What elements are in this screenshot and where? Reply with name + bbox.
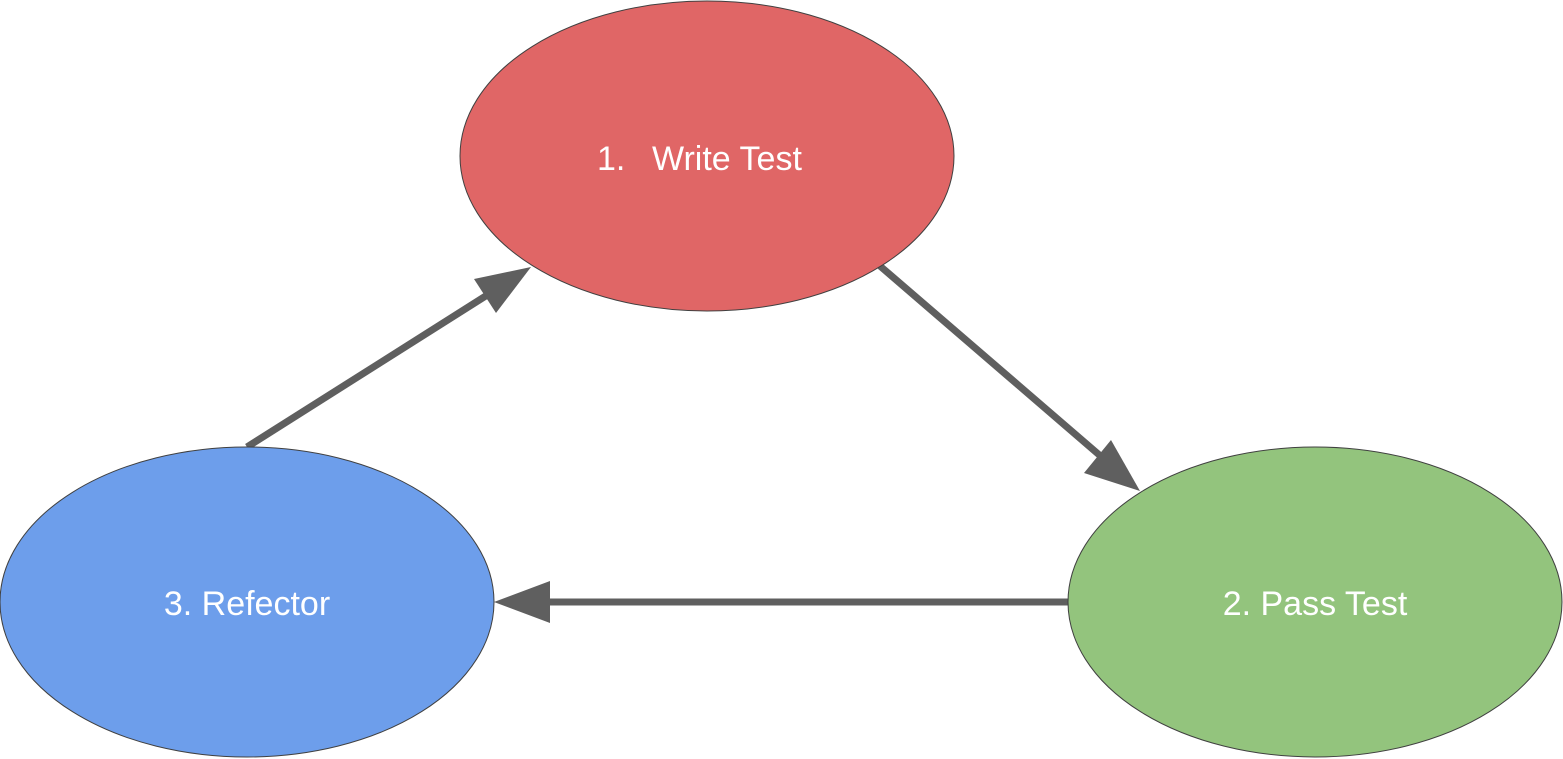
node-write-test-number: 1. — [597, 140, 625, 178]
edge-write-to-pass-arrowhead — [1084, 440, 1140, 491]
edge-refactor-to-write-arrowhead — [474, 267, 531, 313]
edge-write-to-pass-line — [877, 263, 1107, 462]
node-write-test-shape — [459, 0, 955, 312]
node-write-test: 1. Write Test — [459, 0, 955, 312]
edge-pass-to-refactor — [494, 581, 1069, 623]
edge-pass-to-refactor-arrowhead — [494, 581, 550, 623]
node-refactor-shape — [0, 446, 495, 758]
node-pass-test-label: 2. Pass Test — [1223, 585, 1408, 623]
edge-refactor-to-write — [245, 267, 531, 450]
node-refactor-label: 3. Refector — [164, 585, 330, 623]
node-pass-test: 2. Pass Test — [1067, 446, 1563, 758]
edge-refactor-to-write-line — [245, 289, 494, 450]
node-pass-test-shape — [1067, 446, 1563, 758]
edge-write-to-pass — [877, 263, 1140, 491]
node-write-test-label: Write Test — [652, 140, 802, 178]
node-refactor: 3. Refector — [0, 446, 495, 758]
